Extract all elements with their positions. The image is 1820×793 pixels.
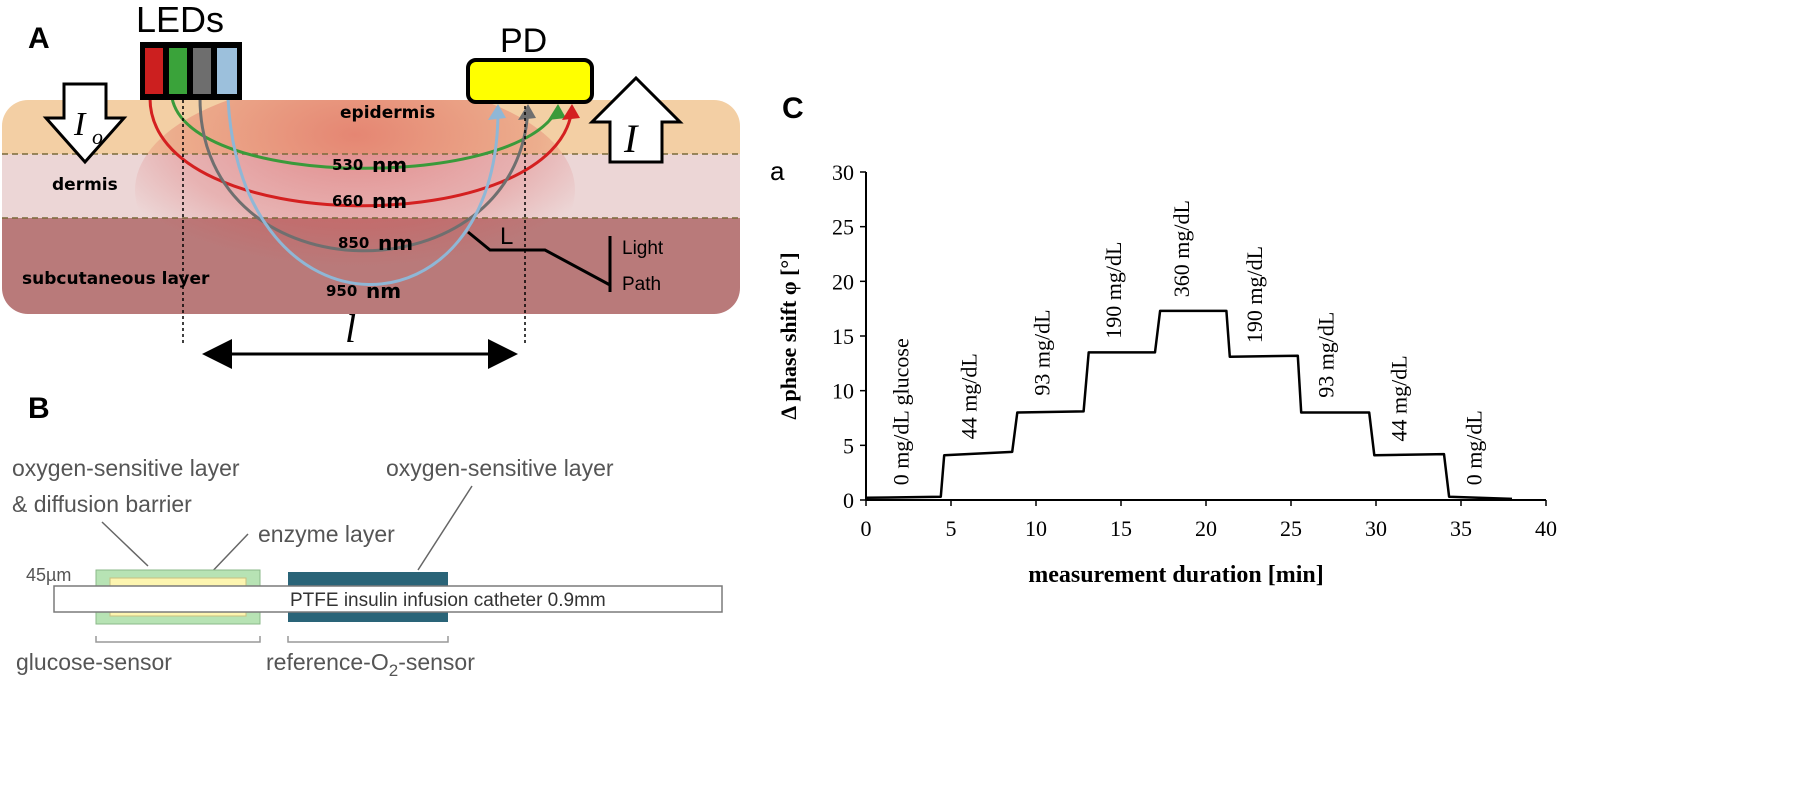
- x-tick-label: 25: [1280, 516, 1302, 541]
- panel-c-label: C: [782, 92, 804, 125]
- path-660nm: [148, 97, 574, 208]
- panel-a: A epidermis dermis subcutaneous layer 53…: [2, 0, 740, 369]
- panel-a-label: A: [28, 22, 50, 55]
- concentration-annotation: 93 mg/dL: [1314, 312, 1339, 398]
- wavelength-660-value: 660: [332, 192, 363, 210]
- led-blue: [217, 48, 237, 94]
- y-tick-label: 0: [843, 488, 854, 513]
- path-850nm: [198, 97, 530, 253]
- catheter: [53, 585, 723, 613]
- oxygen-layer-left-line2: & diffusion barrier: [12, 491, 192, 517]
- phase-shift-chart: 0 5 10 15 20 25 30 35 40 0 5 10 15 20 25 30 measurement …: [776, 160, 1557, 588]
- concentration-annotation: 0 mg/dL: [1461, 410, 1486, 485]
- reference-sensor-label: reference-O2-sensor: [266, 649, 475, 680]
- led-red: [145, 48, 163, 94]
- pd-label: PD: [500, 22, 547, 60]
- subcutaneous-label: subcutaneous layer: [22, 269, 210, 289]
- wavelength-530-value: 530: [332, 156, 363, 174]
- dermis-label: dermis: [52, 175, 118, 195]
- x-tick-label: 15: [1110, 516, 1132, 541]
- wavelength-530-unit: nm: [372, 153, 407, 177]
- light-glow: [135, 100, 575, 300]
- concentration-annotation: 93 mg/dL: [1030, 309, 1055, 395]
- y-tick-label: 20: [832, 269, 854, 294]
- thickness-label: 45µm: [26, 565, 71, 585]
- wavelength-850: 850 nm: [338, 231, 413, 255]
- x-tick-label: 10: [1025, 516, 1047, 541]
- incident-intensity-arrow: I o: [42, 82, 128, 165]
- y-tick-label: 15: [832, 324, 854, 349]
- leds-label: LEDs: [136, 0, 224, 40]
- concentration-annotation: 44 mg/dL: [1387, 355, 1412, 441]
- x-tick-label: 0: [861, 516, 872, 541]
- reference-sensor-prefix: reference-O: [266, 649, 389, 675]
- light-path-label-1: Light: [622, 238, 664, 259]
- incident-intensity-subscript: o: [92, 124, 103, 149]
- wavelength-850-value: 850: [338, 234, 369, 252]
- x-axis-label: measurement duration [min]: [1028, 562, 1324, 588]
- concentration-annotation: 190 mg/dL: [1242, 246, 1267, 343]
- x-tick-label: 40: [1535, 516, 1557, 541]
- x-tick-label: 20: [1195, 516, 1217, 541]
- oxygen-layer-right-label: oxygen-sensitive layer: [386, 455, 614, 481]
- y-tick-label: 10: [832, 379, 854, 404]
- oxygen-layer-left-line1: oxygen-sensitive layer: [12, 455, 240, 481]
- reference-sensor-subscript: 2: [389, 661, 398, 680]
- wavelength-950-value: 950: [326, 282, 357, 300]
- arrowhead-950: [488, 104, 506, 120]
- reference-sensor-suffix: -sensor: [398, 649, 475, 675]
- wavelength-530: 530 nm: [332, 153, 407, 177]
- arrowhead-850: [518, 104, 536, 120]
- glucose-sensor-label: glucose-sensor: [16, 649, 172, 675]
- led-gray: [193, 48, 211, 94]
- leader-oxygen-left: [101, 521, 149, 567]
- panel-c: C a 0 5 10 15 20 25 30 35 40 0 5 10 15 20 25 30 measurem…: [770, 92, 1557, 588]
- light-path-label-2: Path: [622, 274, 661, 295]
- x-tick-label: 35: [1450, 516, 1472, 541]
- leader-oxygen-right: [417, 485, 473, 571]
- panel-b-label: B: [28, 392, 50, 425]
- y-tick-label: 5: [843, 433, 854, 458]
- wavelength-660-unit: nm: [372, 189, 407, 213]
- glucose-sensor-bracket: [95, 636, 261, 643]
- path-950nm: [226, 97, 500, 286]
- distance-label: l: [345, 306, 356, 351]
- wavelength-660: 660 nm: [332, 189, 407, 213]
- concentration-annotation: 360 mg/dL: [1169, 200, 1194, 297]
- epidermis-label: epidermis: [340, 103, 435, 123]
- y-axis-label: Δ phase shift φ [°]: [776, 252, 801, 419]
- concentration-annotation: 0 mg/dL glucose: [889, 338, 914, 485]
- wavelength-950: 950 nm: [326, 279, 401, 303]
- path-letter: L: [500, 223, 513, 250]
- panel-b: B oxygen-sensitive layer & diffusion bar…: [12, 392, 723, 680]
- catheter-label: PTFE insulin infusion catheter 0.9mm: [290, 590, 606, 611]
- y-tick-label: 25: [832, 215, 854, 240]
- concentration-annotation: 44 mg/dL: [957, 353, 982, 439]
- x-tick-label: 5: [946, 516, 957, 541]
- wavelength-950-unit: nm: [366, 279, 401, 303]
- transmitted-intensity-arrow: I: [588, 75, 684, 164]
- enzyme-layer-label: enzyme layer: [258, 521, 395, 547]
- wavelength-850-unit: nm: [378, 231, 413, 255]
- light-path-pointer: [467, 230, 611, 287]
- led-array: [140, 42, 242, 100]
- arrowhead-660: [562, 104, 580, 120]
- incident-intensity-symbol: I: [73, 106, 87, 143]
- reference-sensor-bracket: [287, 636, 449, 643]
- y-tick-label: 30: [832, 160, 854, 185]
- arrowhead-530: [548, 104, 566, 120]
- led-green: [169, 48, 187, 94]
- panel-c-sublabel: a: [770, 156, 785, 186]
- path-530nm: [170, 97, 560, 170]
- photodetector: [466, 58, 594, 104]
- transmitted-intensity-symbol: I: [623, 116, 639, 161]
- x-tick-label: 30: [1365, 516, 1387, 541]
- series-line-0: [865, 309, 1513, 501]
- concentration-annotation: 190 mg/dL: [1101, 242, 1126, 339]
